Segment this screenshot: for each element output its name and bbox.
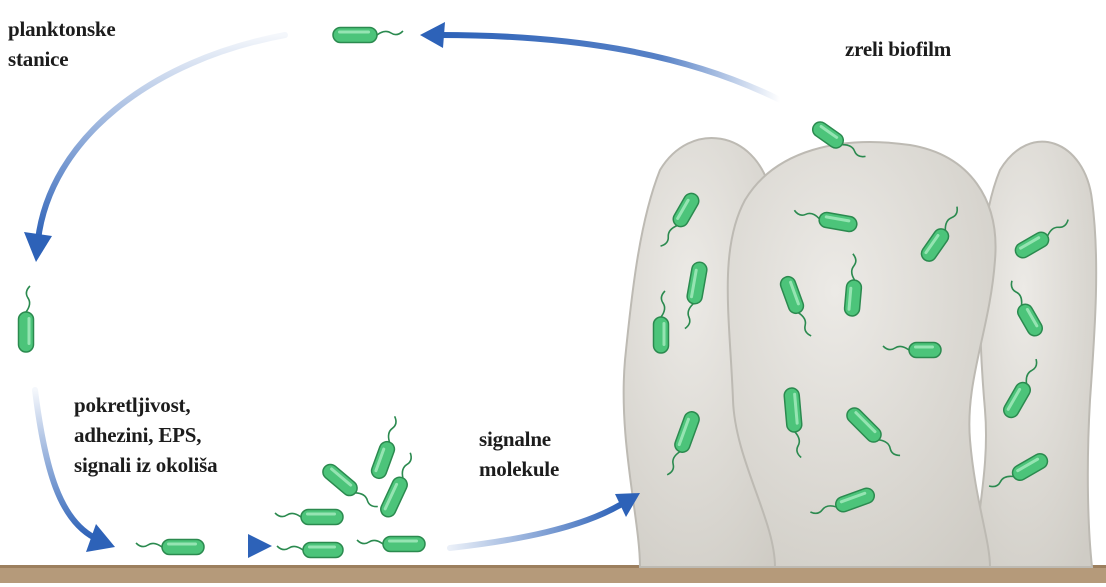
cell-body (369, 440, 396, 481)
cell-body (784, 387, 803, 432)
biofilm-tower-right (975, 142, 1096, 567)
arrow-head-top (420, 22, 445, 48)
flagellum (357, 540, 383, 544)
cell-body (383, 537, 425, 552)
bacterium-cell (369, 415, 405, 480)
cell-highlight (388, 540, 418, 543)
flagellum (275, 513, 301, 517)
cell-body (320, 461, 360, 498)
bacterium-cell (277, 543, 343, 558)
cell-highlight (308, 546, 336, 549)
flagellum (386, 416, 399, 442)
label-planktonic-line-1: planktonske (8, 14, 168, 44)
bacterium-cell (19, 286, 34, 352)
cell-body (303, 543, 343, 558)
flagellum (399, 453, 414, 478)
label-planktonic-cells: planktonske stanice (8, 14, 168, 74)
cell-body (333, 28, 377, 43)
cell-highlight (338, 31, 370, 34)
cell-body (909, 343, 941, 358)
bacterium-cell (275, 510, 343, 525)
label-mature-biofilm: zreli biofilm (845, 34, 1005, 64)
cell-body (301, 510, 343, 525)
flagellum (277, 546, 303, 550)
cell-highlight (914, 346, 934, 349)
label-factors-line-2: adhezini, EPS, (74, 420, 304, 450)
cell-body (19, 312, 34, 352)
arrow-head-left (24, 232, 52, 262)
label-signals-line-1: signalne (479, 424, 609, 454)
cell-body (162, 540, 204, 555)
arrow-cluster-to-biofilm (450, 505, 620, 548)
flagellum (136, 543, 162, 547)
cell-body (378, 475, 409, 519)
bacterium-cell (136, 540, 204, 555)
bacterium-cell (333, 28, 403, 43)
flagellum (355, 490, 377, 510)
label-mature-biofilm-text: zreli biofilm (845, 34, 1005, 64)
label-factors-line-1: pokretljivost, (74, 390, 304, 420)
label-signals-line-2: molekule (479, 454, 609, 484)
flagellum (26, 286, 30, 312)
cell-body (844, 279, 862, 316)
label-planktonic-line-2: stanice (8, 44, 168, 74)
cell-highlight (306, 513, 336, 516)
arrow-biofilm-to-plankton (440, 35, 780, 100)
cell-body (654, 317, 669, 353)
cell-highlight (167, 543, 197, 546)
cell-highlight (663, 322, 666, 346)
label-factors-line-3: signali iz okoliša (74, 450, 304, 480)
label-signal-molecules: signalne molekule (479, 424, 609, 484)
cell-highlight (28, 317, 31, 345)
flagellum (377, 31, 403, 35)
label-attachment-factors: pokretljivost, adhezini, EPS, signali iz… (74, 390, 304, 480)
arrow-head-middle (248, 534, 272, 558)
bacterium-cell (357, 537, 425, 552)
